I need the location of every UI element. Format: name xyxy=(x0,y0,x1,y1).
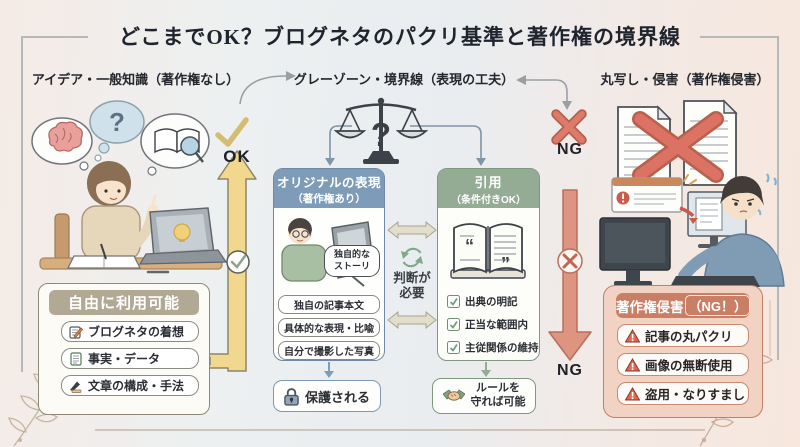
copied-documents-illustration xyxy=(617,99,738,192)
original-box-subtitle: （著作権あり） xyxy=(292,193,366,205)
checklist-label: 正当な範囲内 xyxy=(465,319,528,331)
violation-label: 盗用・なりすまし xyxy=(645,388,746,402)
list-item-label: 文章の構成・手法 xyxy=(88,379,185,393)
warning-icon xyxy=(625,328,640,342)
quotation-box-subtitle: （条件付きOK） xyxy=(451,195,526,206)
free-use-box-title: 自由に利用可能 xyxy=(49,290,199,315)
original-box-header: オリジナルの表現 （著作権あり） xyxy=(274,169,384,208)
thought-bubble-brain-icon xyxy=(31,117,93,171)
header-grayzone: グレーゾーン・境界線（表現の工夫） xyxy=(293,72,515,87)
list-item: 盗用・なりすまし xyxy=(617,382,749,405)
quotation-box: 引用 （条件付きOK） “ ” 出典の明記 正当な範囲内 xyxy=(437,168,540,361)
blogger-woman-illustration: ? xyxy=(31,100,227,274)
scale-icon: ? xyxy=(333,97,429,164)
pen xyxy=(100,243,107,260)
warning-icon xyxy=(625,357,640,371)
memo-icon xyxy=(69,325,83,339)
list-item: 事実・データ xyxy=(61,348,199,369)
ok-label: OK xyxy=(223,147,251,166)
rules-label-line1: ルールを xyxy=(476,382,520,395)
quotation-box-header: 引用 （条件付きOK） xyxy=(438,169,539,208)
rules-label-line2: 守れば可能 xyxy=(470,396,526,408)
copier-man-illustration xyxy=(599,173,785,287)
judgement-label: 判断が 必要 xyxy=(393,271,431,300)
list-item: 文章の構成・手法 xyxy=(61,375,199,396)
magnifier-icon xyxy=(180,136,200,156)
checkbox-icon xyxy=(447,295,460,308)
checklist-item: 出典の明記 xyxy=(447,294,539,309)
sweat-drops xyxy=(766,173,777,186)
scale-question-mark: ? xyxy=(371,116,391,153)
ng-down-arrow-icon xyxy=(548,189,592,361)
ng-label-top: NG xyxy=(557,141,583,158)
svg-text:?: ? xyxy=(109,107,125,137)
copy-arrow-icon xyxy=(679,206,695,218)
pen-icon xyxy=(70,381,82,393)
thought-bubble-book-icon xyxy=(140,113,210,176)
list-item: 自分で撮影した写真 xyxy=(278,341,380,360)
list-item: 独自の記事本文 xyxy=(278,295,380,314)
list-item-label: ブログネタの着想 xyxy=(88,325,185,339)
original-box-title: オリジナルの表現 xyxy=(276,176,381,190)
woman-figure xyxy=(54,160,158,264)
original-box-illustration: 独自的な ストーリ xyxy=(274,208,384,291)
big-red-x-icon xyxy=(632,111,724,183)
list-item: 具体的な表現・比喩 xyxy=(278,318,380,337)
speech-bubble: 独自的な ストーリ xyxy=(324,245,380,277)
list-item: 記事の丸パクリ xyxy=(617,324,749,347)
checkbox-icon xyxy=(447,318,460,331)
header-copying: 丸写し・侵害（著作権侵害） xyxy=(600,72,770,87)
exchange-arrow-top-icon xyxy=(387,220,437,240)
speech-bubble-line2: ストーリ xyxy=(333,261,370,271)
thought-bubble-question-icon: ? xyxy=(89,100,145,162)
checklist-item: 正当な範囲内 xyxy=(447,317,539,332)
protected-pill: 保護される xyxy=(273,380,381,412)
arrow-middle-to-ng-icon xyxy=(516,75,572,110)
free-use-box: 自由に利用可能 ブログネタの着想 事実・データ 文章の構成・手法 xyxy=(38,283,210,415)
protected-label: 保護される xyxy=(304,389,370,405)
copyright-violation-box: 著作権侵害 （NG！） 記事の丸パクリ 画像の無断使用 盗用・なりすまし xyxy=(603,285,763,418)
original-expression-box: オリジナルの表現 （著作権あり） 独自的な ストーリ xyxy=(273,168,385,361)
lightbulb-icon xyxy=(173,223,191,241)
document-icon xyxy=(70,351,82,366)
exchange-arrow-bottom-icon xyxy=(387,310,437,330)
handshake-icon xyxy=(442,389,465,401)
rules-ok-pill: ルールを 守れば可能 xyxy=(432,378,536,414)
refresh-icon xyxy=(401,247,423,268)
violation-title-main: 著作権侵害 xyxy=(616,299,684,315)
svg-text:”: ” xyxy=(501,254,510,274)
keyboard xyxy=(670,276,760,287)
protect-down-arrow-icon xyxy=(324,362,334,378)
open-book-icon: “ ” xyxy=(450,223,526,279)
checklist-label: 出典の明記 xyxy=(465,296,518,308)
violation-label: 画像の無断使用 xyxy=(645,359,733,373)
svg-text:“: “ xyxy=(465,236,474,256)
arrow-left-to-middle-icon xyxy=(239,71,296,105)
violation-box-title: 著作権侵害 （NG！） xyxy=(616,293,750,318)
list-item-label: 事実・データ xyxy=(88,352,161,366)
rules-down-arrow-icon xyxy=(481,362,491,377)
header-ideas: アイデア・一般知識（著作権なし） xyxy=(31,72,240,87)
checklist-item: 主従関係の維持 xyxy=(447,340,539,355)
desk-and-laptop xyxy=(39,207,227,274)
violation-title-ng: （NG！） xyxy=(685,295,750,316)
ng-cross-icon xyxy=(551,109,587,145)
lock-icon xyxy=(284,387,299,406)
checklist-label: 主従関係の維持 xyxy=(465,342,539,354)
page-title: どこまでOK？ブログネタのパクリ基準と著作権の境界線 xyxy=(118,25,682,49)
quotation-box-title: 引用 xyxy=(474,175,503,190)
ng-label-bottom: NG xyxy=(557,362,583,379)
violation-label: 記事の丸パクリ xyxy=(645,330,733,344)
checkbox-icon xyxy=(447,341,460,354)
speech-bubble-line1: 独自的な xyxy=(333,249,370,260)
list-item: ブログネタの着想 xyxy=(61,321,199,342)
list-item: 画像の無断使用 xyxy=(617,353,749,376)
warning-icon xyxy=(625,386,640,400)
scale-branch-arrows xyxy=(325,125,486,166)
